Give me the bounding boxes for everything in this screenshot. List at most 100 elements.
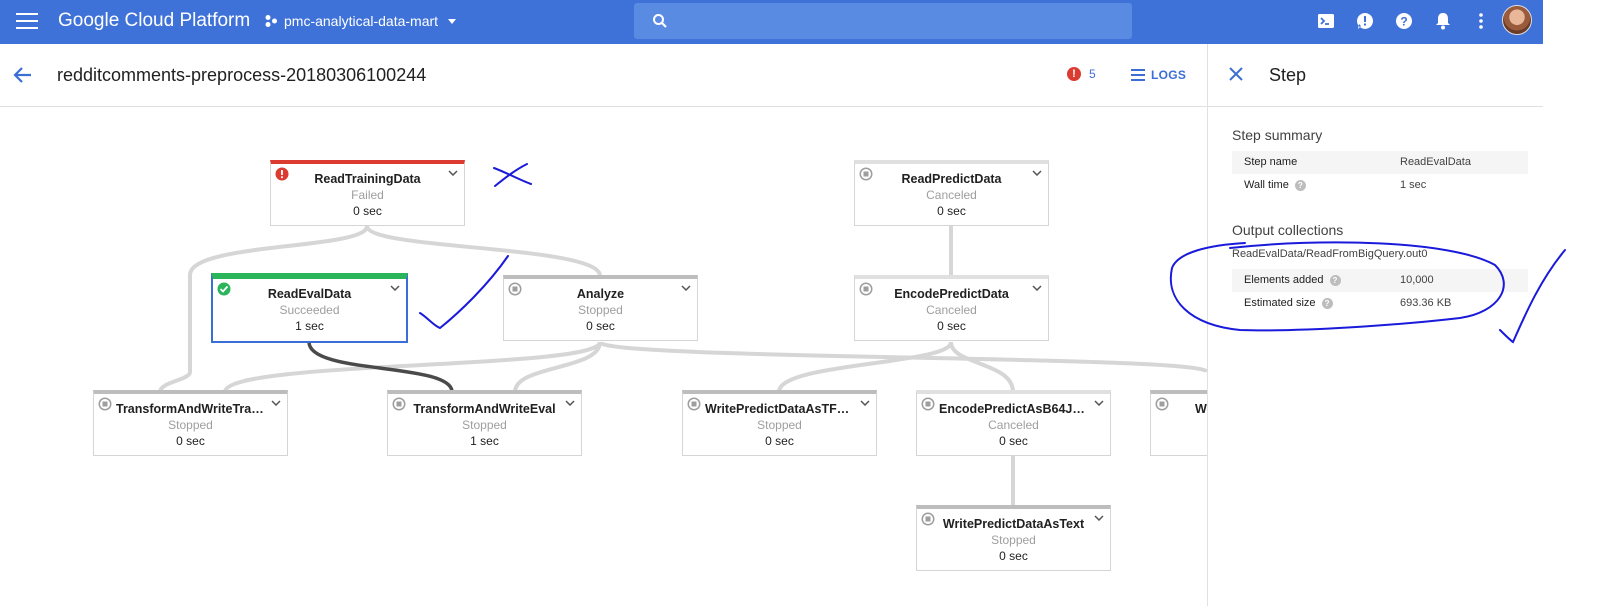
node-time: 0 sec <box>937 319 966 333</box>
node-name: ReadPredictData <box>901 172 1002 186</box>
wall-time-value: 1 sec <box>1400 179 1427 191</box>
graph-edges <box>158 225 1207 506</box>
canceled-status-icon <box>859 167 873 181</box>
node-name: EncodePredictAsB64Js... <box>939 402 1090 416</box>
chevron-down-icon[interactable] <box>1032 285 1042 291</box>
node-name: TransformAndWriteTrai... <box>116 402 266 416</box>
wall-time-label: Wall time <box>1244 179 1289 191</box>
edge-readtraining-to-analyze <box>365 225 602 277</box>
node-status: Canceled <box>926 188 977 202</box>
node-status: Stopped <box>757 418 802 432</box>
error-icon: ! <box>1067 67 1081 81</box>
search-input[interactable] <box>634 3 1132 39</box>
node-time: 0 sec <box>999 434 1028 448</box>
step-name-row: Step name ReadEvalData <box>1232 151 1528 174</box>
chevron-down-icon[interactable] <box>271 400 281 406</box>
product-name[interactable]: Google Cloud Platform <box>58 10 251 31</box>
feedback-icon[interactable] <box>1354 10 1376 32</box>
chevron-down-icon[interactable] <box>1032 170 1042 176</box>
logs-label: LOGS <box>1151 68 1187 82</box>
help-icon[interactable]: ? <box>1321 297 1333 309</box>
elements-added-value: 10,000 <box>1400 274 1434 286</box>
more-vert-icon[interactable] <box>1470 10 1492 32</box>
node-status: Canceled <box>926 303 977 317</box>
back-arrow-icon[interactable] <box>12 64 34 91</box>
elements-added-row: Elements added? 10,000 <box>1232 269 1528 292</box>
node-read-predict-data[interactable]: ReadPredictData Canceled 0 sec <box>854 160 1049 226</box>
step-details-panel: Step Step summary Step name ReadEvalData… <box>1207 44 1544 606</box>
step-name-value: ReadEvalData <box>1400 156 1471 168</box>
node-encode-predict-data[interactable]: EncodePredictData Canceled 0 sec <box>854 275 1049 341</box>
chevron-down-icon[interactable] <box>565 400 575 406</box>
node-status: Succeeded <box>279 303 340 317</box>
node-status: Stopped <box>168 418 213 432</box>
node-write-predict-data-as-tfr[interactable]: WritePredictDataAsTFR... Stopped 0 sec <box>682 390 877 456</box>
chevron-down-icon[interactable] <box>390 285 400 291</box>
wall-time-row: Wall time? 1 sec <box>1232 174 1528 197</box>
estimated-size-label: Estimated size <box>1244 297 1316 309</box>
node-partial-offscreen[interactable]: Wr <box>1150 390 1207 456</box>
edge-encodepredict-to-writetfr <box>777 341 953 393</box>
node-name: EncodePredictData <box>894 287 1009 301</box>
chevron-down-icon[interactable] <box>681 285 691 291</box>
failed-status-icon <box>275 167 289 181</box>
node-time: 0 sec <box>765 434 794 448</box>
collection-name: ReadEvalData/ReadFromBigQuery.out0 <box>1232 248 1428 260</box>
node-time: 0 sec <box>937 204 966 218</box>
node-time: 0 sec <box>176 434 205 448</box>
node-name: TransformAndWriteEval <box>413 402 556 416</box>
chevron-down-icon[interactable] <box>860 400 870 406</box>
chevron-down-icon[interactable] <box>1094 515 1104 521</box>
cloud-shell-icon[interactable] <box>1315 10 1337 32</box>
node-time: 0 sec <box>999 549 1028 563</box>
pipeline-graph[interactable] <box>0 107 1207 606</box>
close-icon[interactable] <box>1228 66 1244 87</box>
avatar[interactable] <box>1502 5 1532 35</box>
stopped-status-icon <box>687 397 701 411</box>
node-transform-and-write-eval[interactable]: TransformAndWriteEval Stopped 1 sec <box>387 390 582 456</box>
logs-button[interactable]: LOGS <box>1131 68 1186 82</box>
node-name: ReadEvalData <box>267 287 352 301</box>
estimated-size-row: Estimated size? 693.36 KB <box>1232 292 1528 315</box>
node-status: Stopped <box>462 418 507 432</box>
node-time: 0 sec <box>586 319 615 333</box>
node-write-predict-data-as-text[interactable]: WritePredictDataAsText Stopped 0 sec <box>916 505 1111 571</box>
stopped-status-icon <box>392 397 406 411</box>
stopped-status-icon <box>98 397 112 411</box>
edge-analyze-to-transform-eval <box>513 341 602 393</box>
step-summary-heading: Step summary <box>1232 127 1323 143</box>
edge-readeval-to-transform-eval <box>307 341 454 393</box>
stopped-status-icon <box>921 512 935 526</box>
chevron-down-icon[interactable] <box>1094 400 1104 406</box>
node-read-training-data[interactable]: ReadTrainingData Failed 0 sec <box>270 160 465 226</box>
job-title: redditcomments-preprocess-20180306100244 <box>57 65 427 85</box>
node-read-eval-data[interactable]: ReadEvalData Succeeded 1 sec <box>211 273 408 343</box>
node-status: Failed <box>351 188 384 202</box>
step-name-label: Step name <box>1244 156 1298 168</box>
logs-list-icon <box>1131 69 1145 81</box>
node-time: 1 sec <box>470 434 499 448</box>
node-analyze[interactable]: Analyze Stopped 0 sec <box>503 275 698 341</box>
node-name: WritePredictDataAsTFR... <box>705 402 857 416</box>
project-selector[interactable]: pmc-analytical-data-mart <box>264 13 457 29</box>
edge-readtraining-to-trainsform-train <box>158 225 369 393</box>
node-encode-predict-as-b64[interactable]: EncodePredictAsB64Js... Canceled 0 sec <box>916 390 1111 456</box>
edge-analyze-to-transform-train <box>223 340 602 393</box>
help-icon[interactable]: ? <box>1329 274 1341 286</box>
node-status: Canceled <box>988 418 1039 432</box>
header-divider <box>0 106 1207 107</box>
help-icon[interactable]: ? <box>1393 10 1415 32</box>
error-count: 5 <box>1089 67 1096 81</box>
elements-added-label: Elements added <box>1244 274 1324 286</box>
panel-title: Step <box>1269 65 1307 85</box>
node-transform-and-write-train[interactable]: TransformAndWriteTrai... Stopped 0 sec <box>93 390 288 456</box>
canceled-status-icon <box>859 282 873 296</box>
node-time: 0 sec <box>353 204 382 218</box>
stopped-status-icon <box>508 282 522 296</box>
help-icon[interactable]: ? <box>1294 179 1306 191</box>
chevron-down-icon[interactable] <box>448 170 458 176</box>
menu-icon[interactable] <box>16 13 38 31</box>
canceled-status-icon <box>921 397 935 411</box>
error-count-button[interactable]: ! 5 <box>1067 67 1096 81</box>
notifications-icon[interactable] <box>1432 10 1454 32</box>
